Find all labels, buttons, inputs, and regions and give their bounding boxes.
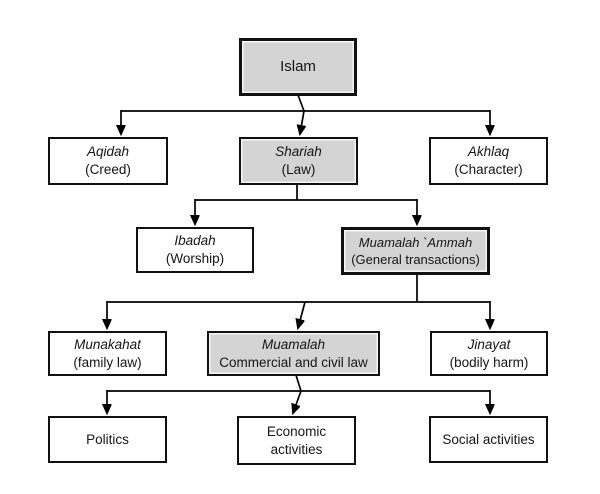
node-muamalah-gloss: Commercial and civil law [219,354,368,370]
node-social-activities: Social activities [429,416,548,463]
node-muamalah-ammah: Muamalah `Ammah (General transactions) [341,227,490,275]
node-ibadah-term: Ibadah [174,233,216,249]
node-akhlaq-gloss: (Character) [454,162,523,177]
node-muamalah: Muamalah Commercial and civil law [207,331,380,376]
node-islam-label: Islam [280,58,316,76]
connector-islam-children [121,94,490,134]
node-munakahat-term: Munakahat [74,336,141,352]
node-politics: Politics [48,416,167,463]
node-muamalah-term: Muamalah [261,336,326,352]
node-aqidah-term: Aqidah [86,144,130,160]
node-economic-activities-label: Economic activities [266,423,327,457]
node-shariah: Shariah (Law) [239,137,358,185]
node-akhlaq-term: Akhlaq [467,144,510,160]
node-munakahat: Munakahat (family law) [48,331,167,376]
connector-muamalah-ammah-children [107,274,490,328]
node-jinayat-term: Jinayat [467,336,511,352]
node-politics-label: Politics [86,431,129,447]
node-social-activities-label: Social activities [442,431,535,447]
connector-muamalah-children [107,374,490,413]
node-aqidah-gloss: (Creed) [85,162,131,177]
node-islam: Islam [239,38,357,96]
connector-shariah-children [195,184,417,224]
node-jinayat-gloss: (bodily harm) [449,354,529,370]
node-shariah-gloss: (Law) [281,162,316,177]
node-muamalah-ammah-gloss: (General transactions) [351,252,480,267]
node-akhlaq: Akhlaq (Character) [429,137,548,185]
node-jinayat: Jinayat (bodily harm) [430,331,548,376]
node-ibadah: Ibadah (Worship) [136,227,254,273]
node-ibadah-gloss: (Worship) [165,251,225,266]
node-aqidah: Aqidah (Creed) [48,137,168,185]
node-economic-activities: Economic activities [237,416,356,465]
node-muamalah-ammah-term: Muamalah `Ammah [358,234,473,250]
node-shariah-term: Shariah [275,144,322,160]
node-munakahat-gloss: (family law) [73,354,142,370]
